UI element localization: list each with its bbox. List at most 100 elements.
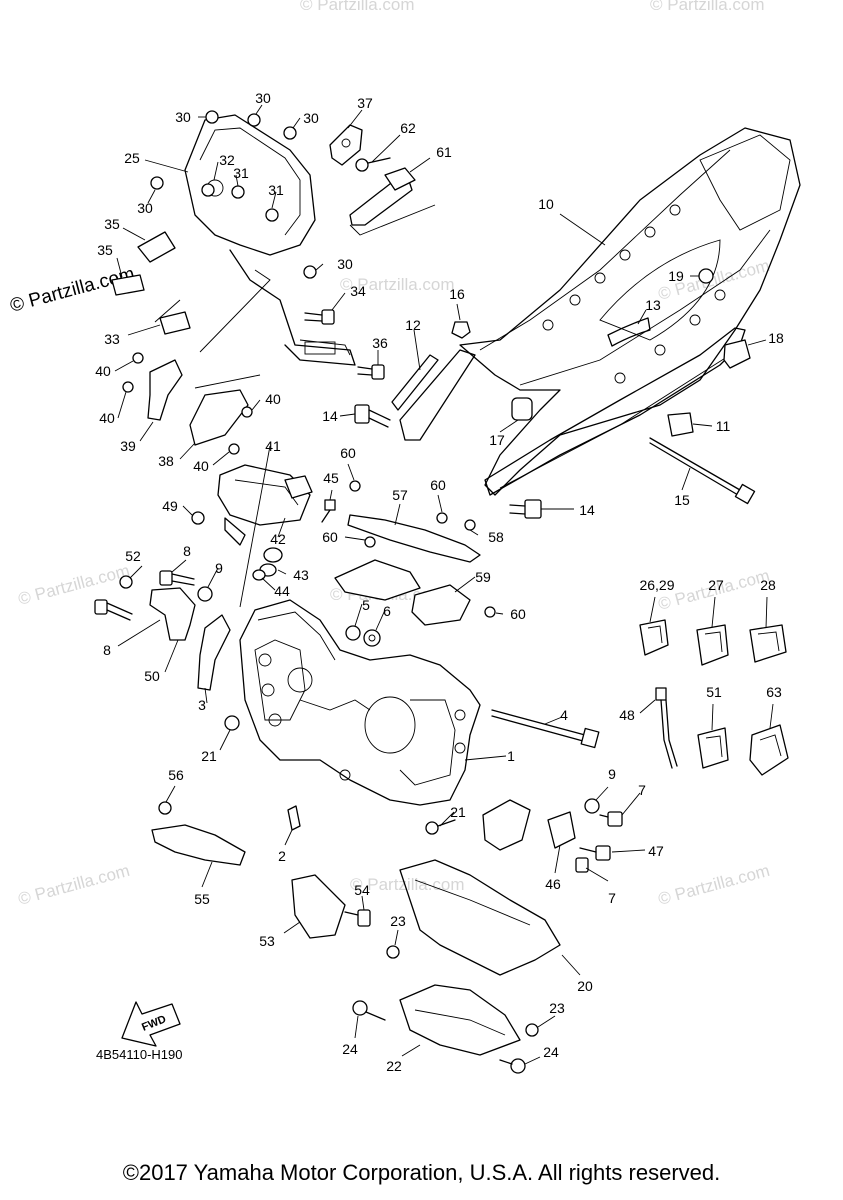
diagram-code: 4B54110-H190 — [96, 1047, 183, 1062]
callout-label: 37 — [357, 95, 373, 111]
collar-5-part — [345, 625, 361, 641]
damper-11-part — [667, 412, 694, 437]
callout-label: 42 — [270, 531, 286, 547]
callout-label: 40 — [265, 391, 281, 407]
screw-group-60 — [349, 480, 496, 618]
copyright-notice: ©2017 Yamaha Motor Corporation, U.S.A. A… — [122, 1160, 721, 1185]
watermark: © Partzilla.com — [300, 0, 415, 14]
watermark: © Partzilla.com — [340, 275, 455, 294]
bracket-3-part — [197, 614, 231, 691]
bolt-7b-part — [575, 857, 589, 873]
callout-label: 50 — [144, 668, 160, 684]
callout-label: 31 — [233, 165, 249, 181]
pad-13-part — [607, 317, 651, 347]
callout-label: 62 — [400, 120, 416, 136]
callout-label: 23 — [390, 913, 406, 929]
watermark-layer: © Partzilla.com © Partzilla.com © Partzi… — [8, 0, 772, 909]
callout-label: 57 — [392, 487, 408, 503]
callout-label: 30 — [337, 256, 353, 272]
callout-label: 31 — [268, 182, 284, 198]
callout-label: 48 — [619, 707, 635, 723]
callout-label: 28 — [760, 577, 776, 593]
bolt-14-upper-part — [354, 404, 391, 428]
callout-label: 30 — [137, 200, 153, 216]
callout-label: 21 — [201, 748, 217, 764]
callout-label: 60 — [340, 445, 356, 461]
bracket-50-part — [149, 587, 196, 641]
bolt-21b-part — [425, 819, 456, 835]
bolt-8-upper-part — [159, 570, 195, 586]
callout-label: 8 — [103, 642, 111, 658]
clamp-28-part — [749, 624, 787, 663]
callout-label: 23 — [549, 1000, 565, 1016]
bracket-55-part — [151, 824, 246, 866]
watermark: © Partzilla.com — [16, 561, 132, 609]
callout-label: 51 — [706, 684, 722, 700]
callout-label: 19 — [668, 268, 684, 284]
callout-label: 15 — [674, 492, 690, 508]
callout-label: 25 — [124, 150, 140, 166]
bracket-61-part — [349, 167, 416, 226]
bolt-56-part — [158, 801, 172, 815]
callout-label: 63 — [766, 684, 782, 700]
callout-label: 11 — [716, 418, 731, 434]
callout-label: 54 — [354, 882, 370, 898]
watermark: © Partzilla.com — [650, 0, 765, 14]
callout-label: 40 — [193, 458, 209, 474]
callout-label: 59 — [475, 569, 491, 585]
watermark: © Partzilla.com — [656, 861, 772, 909]
bolt-14-lower-part — [509, 499, 542, 519]
screw-group-30-31 — [150, 110, 317, 279]
bolt-36-part — [357, 364, 385, 380]
clip-33-part — [159, 311, 191, 335]
collar-17-part — [511, 397, 533, 421]
leader-lines — [114, 104, 774, 1065]
bracket-59-part — [411, 584, 471, 626]
callout-label: 46 — [545, 876, 561, 892]
callout-label: 17 — [489, 432, 505, 448]
fwd-arrow-icon: FWD — [121, 1001, 181, 1047]
callout-label: 24 — [342, 1041, 358, 1057]
callout-label: 39 — [120, 438, 136, 454]
callout-label: 14 — [579, 502, 595, 518]
pad-35b-part — [111, 274, 145, 296]
callout-label: 16 — [449, 286, 465, 302]
watermark: © Partzilla.com — [16, 861, 132, 909]
washer-9b-part — [584, 798, 600, 814]
callout-label: 9 — [215, 560, 223, 576]
callout-label: 27 — [708, 577, 724, 593]
callout-label: 49 — [162, 498, 178, 514]
callout-label: 60 — [430, 477, 446, 493]
callout-label: 61 — [436, 144, 452, 160]
callout-label: 12 — [405, 317, 421, 333]
clamp-18-part — [723, 339, 751, 369]
callout-labels: 30 30 30 30 30 37 62 61 25 32 31 31 35 3… — [95, 90, 784, 1074]
bolt-24a-part — [352, 1000, 386, 1021]
callout-label: 22 — [386, 1058, 402, 1074]
callout-label: 60 — [322, 529, 338, 545]
callout-label: 40 — [95, 363, 111, 379]
bolt-7a-part — [599, 811, 623, 827]
bolt-23b-part — [525, 1023, 539, 1037]
callout-label: 41 — [265, 438, 281, 454]
front-bracket-25-part — [184, 114, 356, 366]
callout-label: 7 — [638, 782, 646, 798]
callout-label: 13 — [645, 297, 661, 313]
bolt-2-part — [287, 805, 301, 831]
callout-label: 8 — [183, 543, 191, 559]
callout-label: 2 — [278, 848, 286, 864]
callout-label: 52 — [125, 548, 141, 564]
callout-label: 45 — [323, 470, 339, 486]
callout-label: 26,29 — [639, 577, 674, 593]
bolt-23a-part — [386, 945, 400, 959]
clamp-51-part — [697, 727, 729, 769]
callout-label: 36 — [372, 335, 388, 351]
callout-label: 14 — [322, 408, 338, 424]
main-frame-1-part — [239, 599, 481, 806]
callout-label: 24 — [543, 1044, 559, 1060]
callout-label: 30 — [255, 90, 271, 106]
bracket-53-part — [291, 874, 346, 939]
callout-label: 30 — [303, 110, 319, 126]
callout-label: 5 — [362, 597, 370, 613]
